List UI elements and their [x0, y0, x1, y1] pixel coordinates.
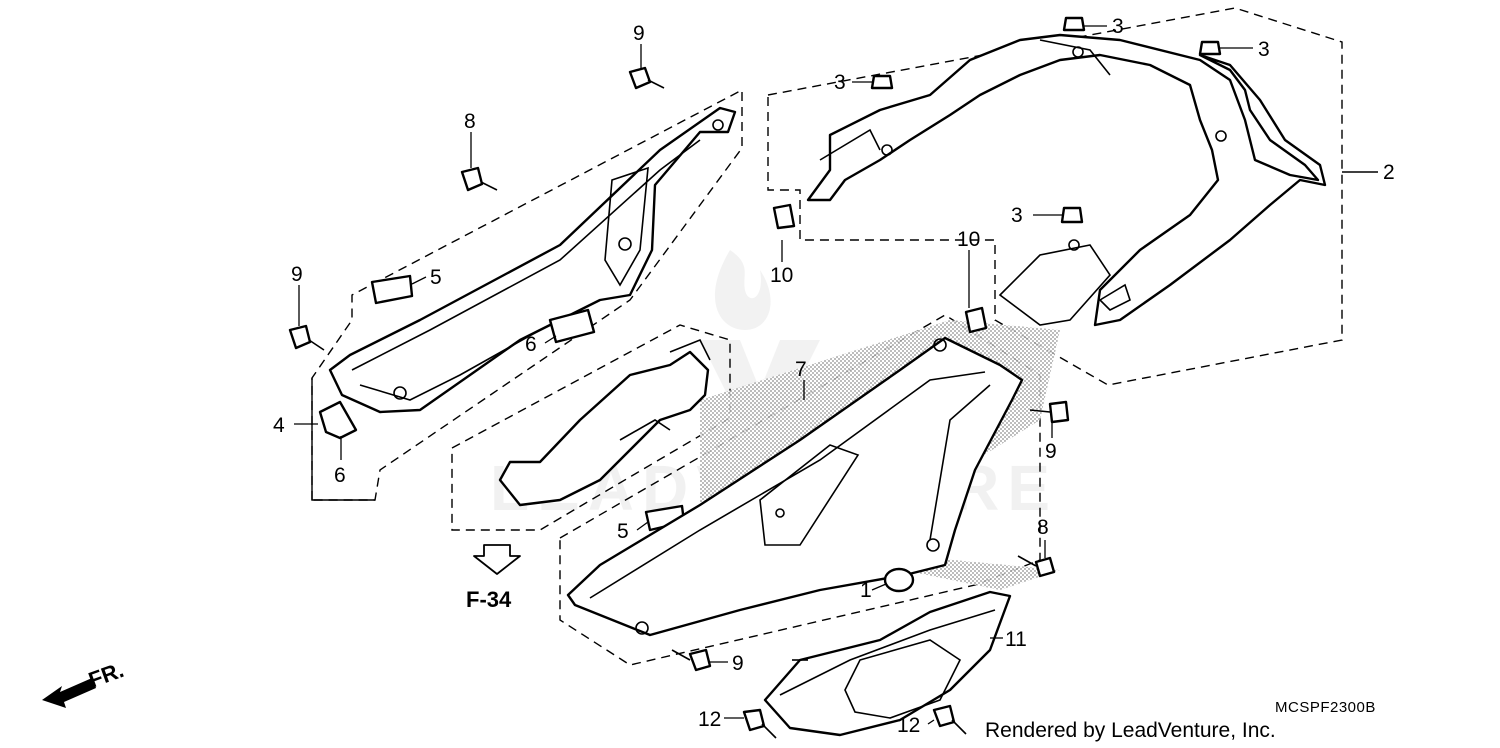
clip-10-upper [772, 203, 796, 230]
callout-6: 6 [525, 333, 537, 356]
reference-arrow: F-34 [466, 544, 521, 612]
nut-3-top [1062, 16, 1086, 32]
bolt-9-bottom [671, 648, 712, 672]
diagram-code: MCSPF2300B [1275, 699, 1376, 716]
bolt-12-right [932, 704, 967, 735]
group-outline-left-cover [311, 88, 743, 501]
group-outline-right-cover [559, 314, 1041, 666]
grommet-1 [883, 567, 915, 593]
pad-5-left [370, 274, 414, 305]
callout-10: 10 [957, 228, 980, 251]
callout-1: 1 [860, 579, 872, 602]
nut-3-upper-right [1198, 40, 1222, 56]
callout-8: 8 [464, 110, 476, 133]
front-direction-label: FR. [85, 657, 127, 693]
callout-12: 12 [897, 714, 920, 737]
callout-12: 12 [698, 708, 721, 731]
callout-3: 3 [1258, 38, 1270, 61]
bracket-part-4 [311, 378, 375, 501]
callout-9: 9 [1045, 440, 1057, 463]
bolt-9-right [1029, 400, 1070, 424]
callout-11: 11 [1005, 628, 1027, 651]
callout-8: 8 [1037, 516, 1049, 539]
front-arrow-icon [42, 678, 96, 708]
group-outline-grab-rail [767, 7, 1343, 386]
callout-5: 5 [617, 520, 629, 543]
callout-9: 9 [732, 652, 744, 675]
callout-3: 3 [1011, 204, 1023, 227]
bolt-12-left [742, 708, 777, 739]
callout-3: 3 [834, 71, 846, 94]
callout-9: 9 [291, 263, 303, 286]
callout-5: 5 [430, 266, 442, 289]
reference-label: F-34 [466, 587, 512, 612]
callout-numbers: 9 8 9 5 6 4 6 7 10 10 3 3 3 3 2 9 8 1 5 … [273, 15, 1395, 737]
right-side-cover [566, 336, 1024, 637]
bolt-8-right [1017, 555, 1056, 578]
grab-rail [806, 33, 1327, 327]
left-side-cover [328, 106, 737, 414]
bolt-8-top [460, 166, 498, 192]
rear-lower-cover [763, 590, 1012, 737]
callout-7: 7 [795, 358, 807, 381]
pad-6-upper [548, 308, 596, 344]
callout-3: 3 [1112, 15, 1124, 38]
bolt-9-top [628, 66, 665, 90]
inner-panel [498, 338, 711, 507]
clip-10-lower [964, 306, 988, 334]
callout-9: 9 [633, 22, 645, 45]
bolt-9-left [288, 324, 325, 351]
callout-10: 10 [770, 264, 793, 287]
pad-6-lower [318, 400, 358, 440]
callout-4: 4 [273, 414, 285, 437]
nut-3-left [870, 74, 894, 90]
leader-lines [294, 25, 1253, 725]
render-credit: Rendered by LeadVenture, Inc. [985, 719, 1276, 742]
front-direction-indicator: FR. [42, 657, 127, 708]
group-outline-inner-panel [451, 324, 731, 531]
callout-2: 2 [1383, 161, 1395, 184]
nut-3-lower [1060, 206, 1084, 224]
callout-6: 6 [334, 464, 346, 487]
